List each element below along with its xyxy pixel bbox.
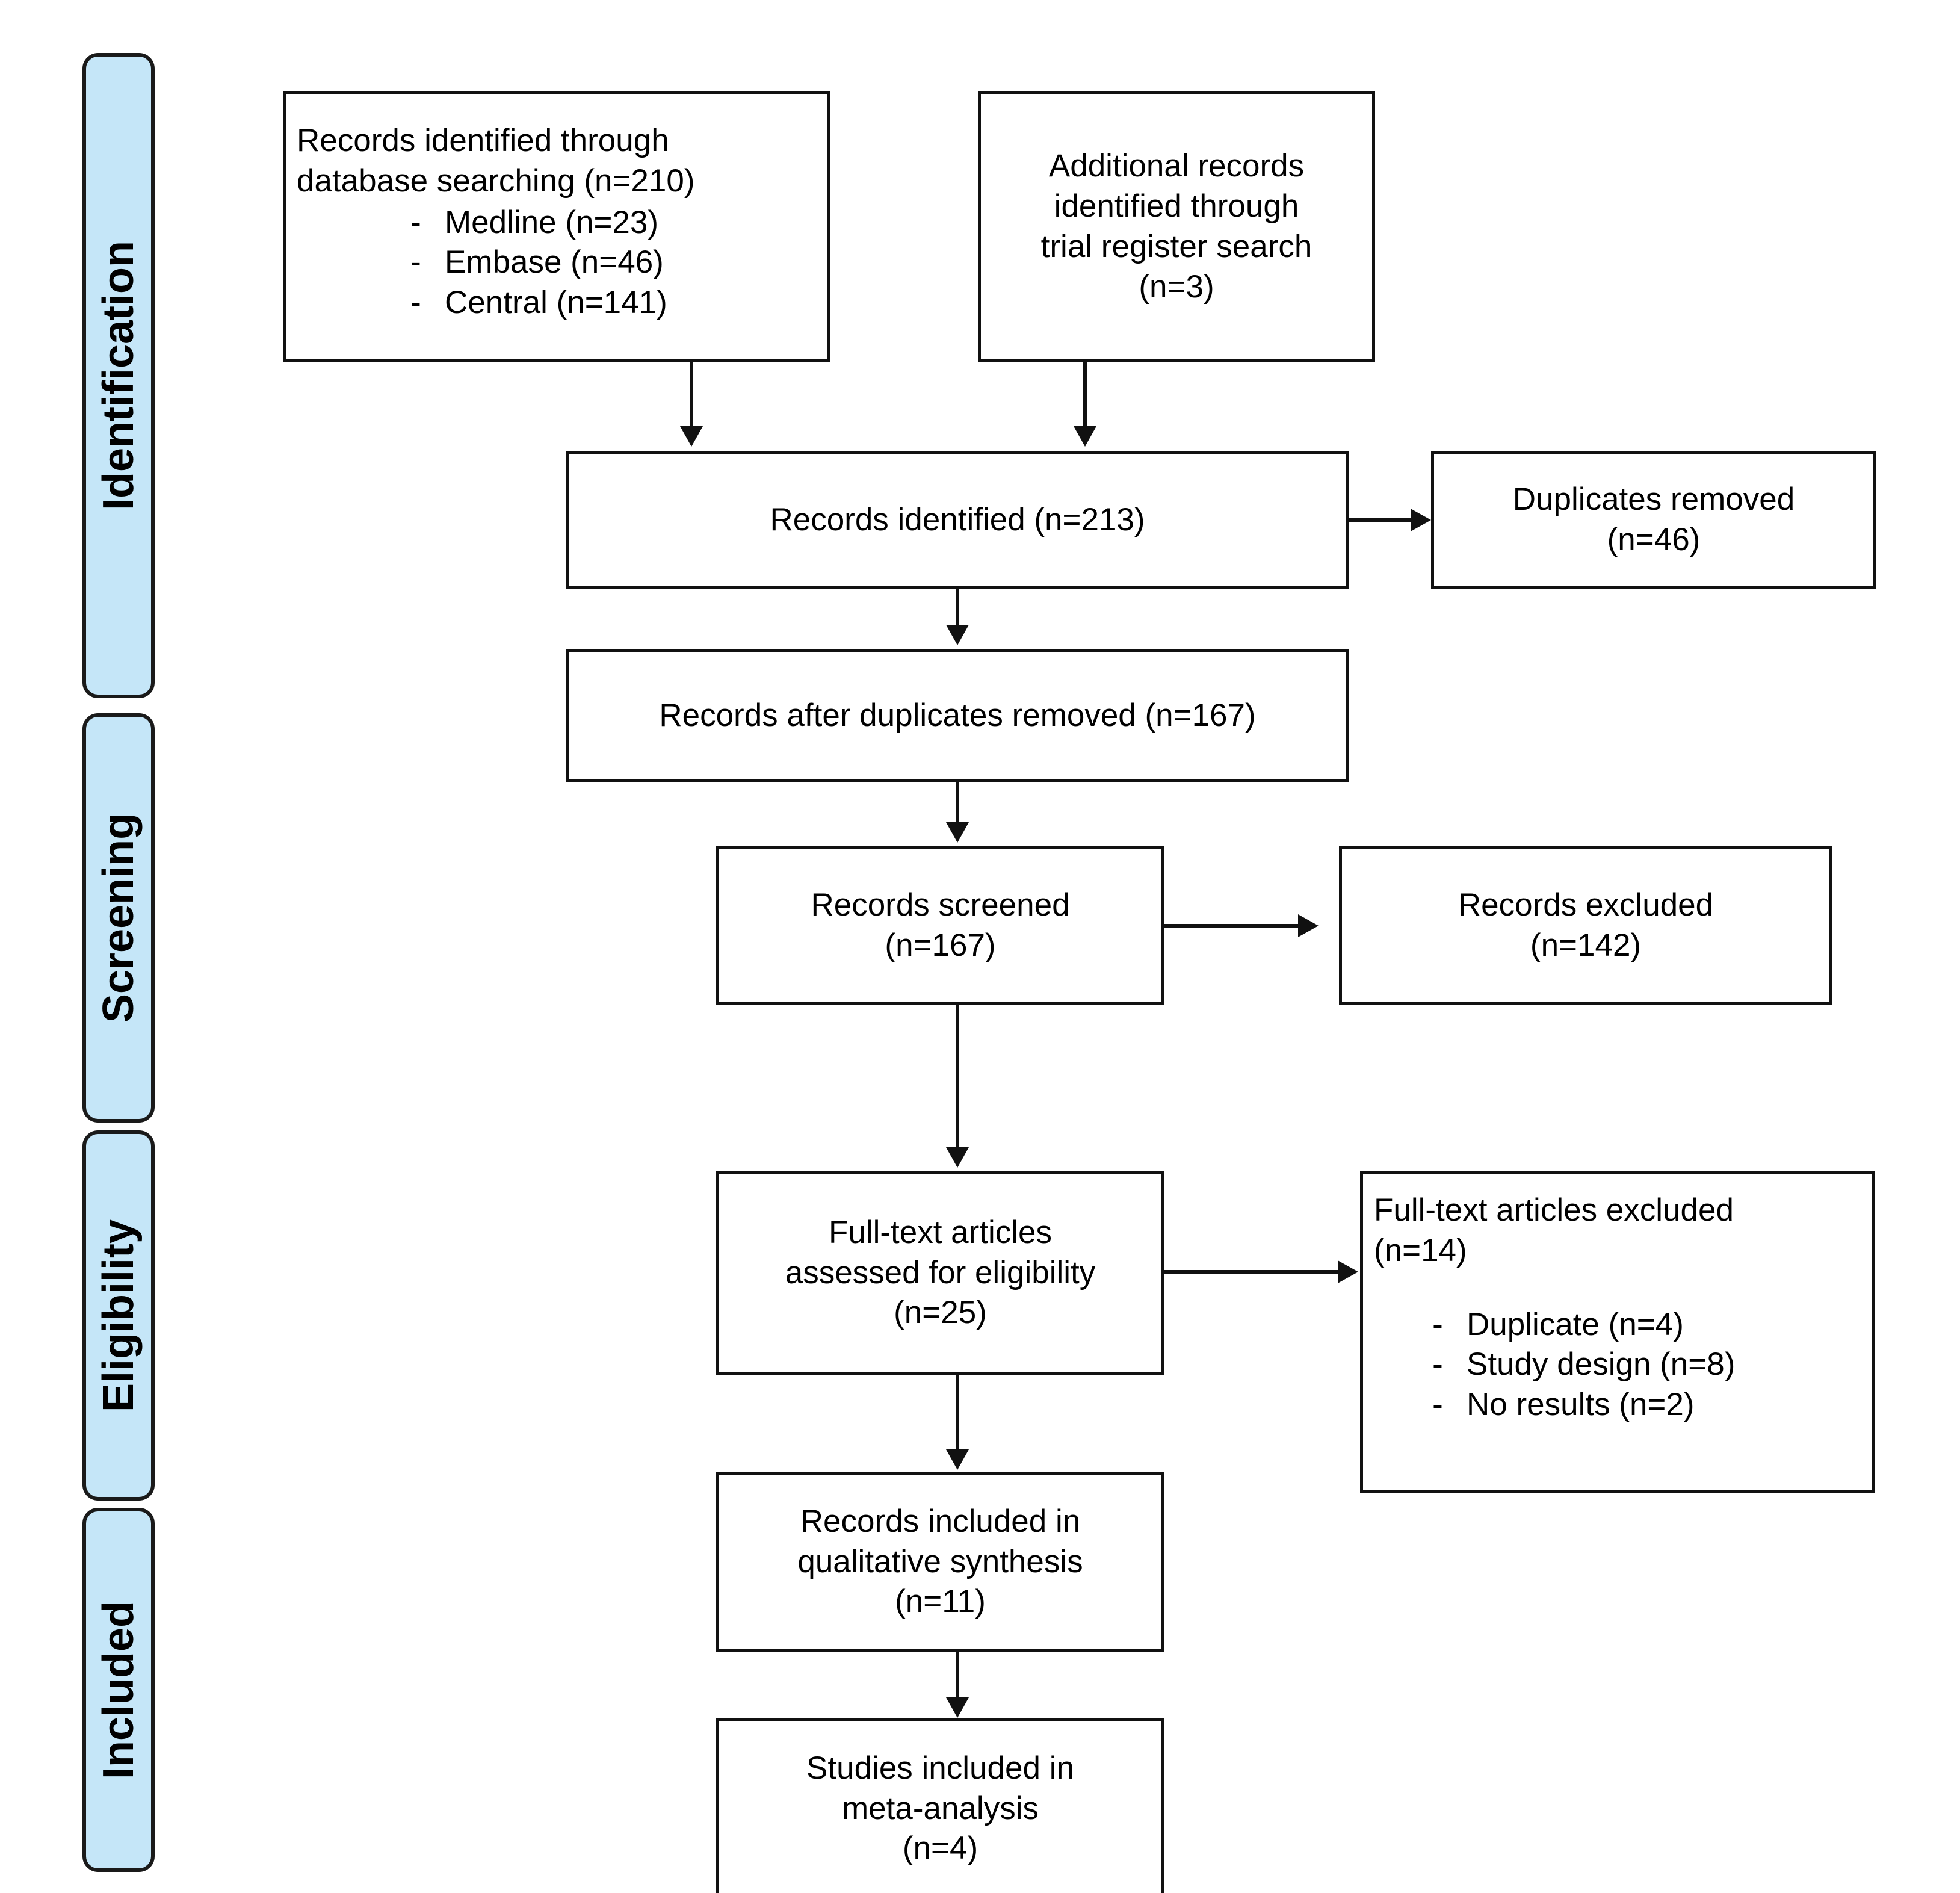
connector-fulltext-to-qualitative (956, 1375, 959, 1452)
connector-screened-to-excluded (1164, 924, 1299, 928)
bullet-dash: - (1432, 1346, 1443, 1383)
arrowhead-identified-to-duplicates (1411, 509, 1431, 531)
fulltext-assessed-line-2: assessed for eligibility (785, 1254, 1096, 1290)
bullet-label: Study design (n=8) (1467, 1346, 1736, 1383)
records-identified-line-1: Records identified (n=213) (770, 501, 1145, 538)
arrowhead-after-duplicates-to-screened (946, 822, 969, 843)
stage-included-label: Included (94, 1600, 143, 1779)
bullet-no-results: - No results (n=2) (1409, 1385, 1861, 1425)
bullet-label: Medline (n=23) (445, 204, 659, 240)
duplicates-removed-line-2: (n=46) (1607, 522, 1701, 557)
trial-register-line-2: identified through (1054, 188, 1299, 225)
connector-fulltext-to-excluded (1164, 1270, 1339, 1274)
stage-included: Included (82, 1508, 155, 1872)
records-excluded-line-1: Records excluded (1458, 887, 1714, 923)
database-search-bullets: - Medline (n=23) - Embase (n=46) - Centr… (297, 203, 817, 323)
records-excluded-line-2: (n=142) (1530, 927, 1642, 963)
connector-qualitative-to-meta (956, 1652, 959, 1700)
meta-analysis-line-2: meta-analysis (842, 1790, 1039, 1826)
meta-analysis-line-3: (n=4) (902, 1830, 978, 1867)
stage-identification: Identification (82, 53, 155, 698)
bullet-dash: - (1432, 1387, 1443, 1423)
arrowhead-screened-to-fulltext (946, 1147, 969, 1168)
box-records-screened: Records screened (n=167) (716, 846, 1164, 1005)
bullet-study-design: - Study design (n=8) (1409, 1345, 1861, 1385)
arrowhead-qualitative-to-meta (946, 1697, 969, 1718)
connector-trialregister-to-identified (1083, 362, 1087, 430)
bullet-duplicate: - Duplicate (n=4) (1409, 1305, 1861, 1345)
fulltext-assessed-line-1: Full-text articles (828, 1214, 1053, 1250)
duplicates-removed-line-1: Duplicates removed (1512, 482, 1795, 518)
bullet-label: Duplicate (n=4) (1467, 1306, 1684, 1342)
box-qualitative-synthesis: Records included in qualitative synthesi… (716, 1472, 1164, 1652)
bullet-label: Central (n=141) (445, 285, 667, 321)
trial-register-line-1: Additional records (1048, 148, 1305, 184)
bullet-dash: - (410, 285, 421, 321)
connector-database-to-identified (690, 362, 693, 430)
box-records-identified: Records identified (n=213) (566, 451, 1349, 589)
bullet-central: - Central (n=141) (387, 283, 817, 323)
arrowhead-database-to-identified (680, 426, 703, 447)
box-trial-register: Additional records identified through tr… (978, 91, 1375, 362)
box-after-duplicates: Records after duplicates removed (n=167) (566, 649, 1349, 782)
arrowhead-trialregister-to-identified (1074, 426, 1096, 447)
bullet-medline: - Medline (n=23) (387, 203, 817, 243)
box-fulltext-assessed: Full-text articles assessed for eligibil… (716, 1171, 1164, 1375)
stage-eligibility: Eligibility (82, 1130, 155, 1501)
arrowhead-fulltext-to-qualitative (946, 1449, 969, 1470)
stage-eligibility-label: Eligibility (94, 1219, 143, 1412)
arrowhead-identified-to-after-duplicates (946, 625, 969, 645)
bullet-label: No results (n=2) (1467, 1387, 1695, 1423)
arrowhead-screened-to-excluded (1298, 914, 1319, 937)
fulltext-excluded-bullets: - Duplicate (n=4) - Study design (n=8) -… (1374, 1305, 1861, 1425)
fulltext-assessed-line-3: (n=25) (894, 1295, 987, 1331)
qualitative-synthesis-line-1: Records included in (800, 1503, 1081, 1539)
connector-screened-to-fulltext (956, 1005, 959, 1150)
records-screened-line-1: Records screened (811, 887, 1070, 923)
arrowhead-fulltext-to-excluded (1338, 1260, 1358, 1283)
fulltext-excluded-line-2: (n=14) (1374, 1232, 1467, 1268)
database-search-line-1: Records identified through (297, 123, 669, 158)
bullet-dash: - (1432, 1306, 1443, 1342)
meta-analysis-line-1: Studies included in (806, 1750, 1074, 1786)
bullet-dash: - (410, 244, 421, 280)
connector-after-duplicates-to-screened (956, 782, 959, 825)
stage-screening-label: Screening (94, 813, 143, 1023)
stage-screening: Screening (82, 713, 155, 1123)
records-screened-line-2: (n=167) (885, 927, 996, 963)
bullet-label: Embase (n=46) (445, 244, 664, 280)
stage-identification-label: Identification (94, 241, 143, 510)
database-search-line-2: database searching (n=210) (297, 163, 695, 199)
bullet-embase: - Embase (n=46) (387, 243, 817, 283)
connector-identified-to-duplicates (1349, 518, 1412, 522)
qualitative-synthesis-line-3: (n=11) (895, 1584, 986, 1620)
box-duplicates-removed: Duplicates removed (n=46) (1431, 451, 1876, 589)
box-database-search: Records identified through database sear… (283, 91, 830, 362)
bullet-dash: - (410, 204, 421, 240)
box-meta-analysis: Studies included in meta-analysis (n=4) (716, 1718, 1164, 1893)
trial-register-line-3: trial register search (1040, 229, 1312, 264)
after-duplicates-line-1: Records after duplicates removed (n=167) (659, 697, 1256, 733)
box-records-excluded: Records excluded (n=142) (1339, 846, 1832, 1005)
trial-register-line-4: (n=3) (1139, 268, 1214, 305)
fulltext-excluded-line-1: Full-text articles excluded (1374, 1192, 1734, 1228)
qualitative-synthesis-line-2: qualitative synthesis (797, 1543, 1083, 1579)
connector-identified-to-after-duplicates (956, 589, 959, 628)
box-fulltext-excluded: Full-text articles excluded (n=14) - Dup… (1360, 1171, 1875, 1493)
